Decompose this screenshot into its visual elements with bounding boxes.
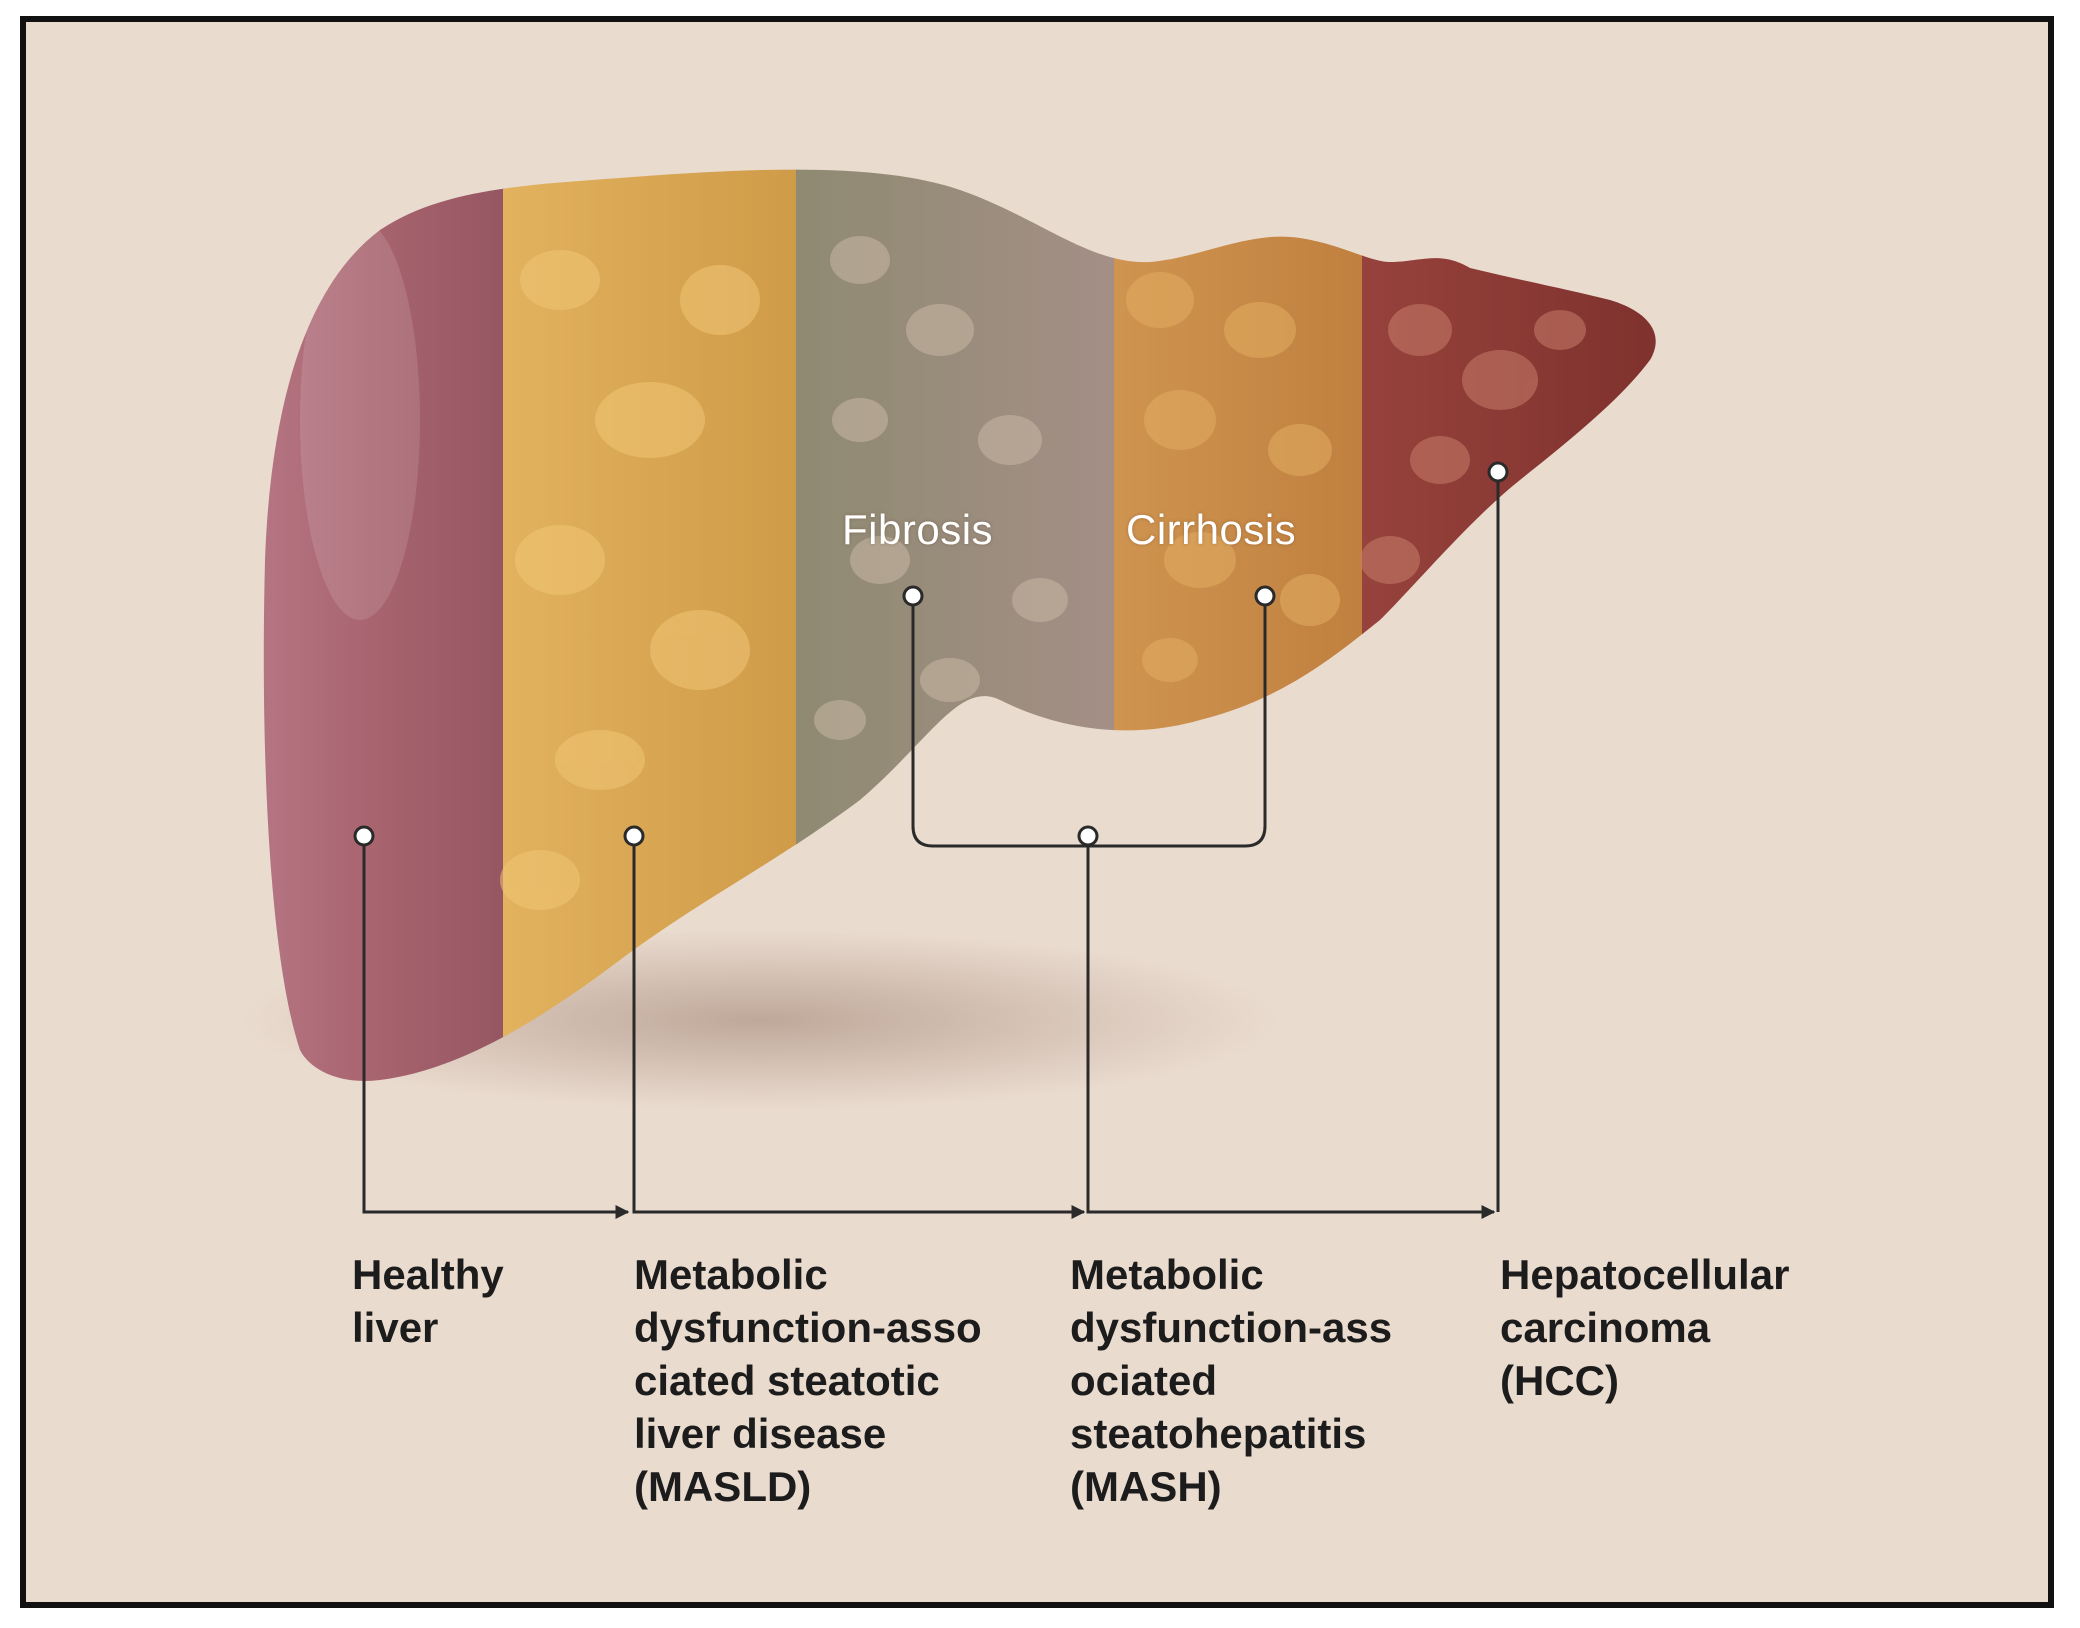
healthy-marker-dot [353, 825, 375, 847]
masld-fat-texture [500, 250, 760, 910]
masld-marker-dot [623, 825, 645, 847]
mash-marker-dot [1077, 825, 1099, 847]
stage-label-mash: Metabolic dysfunction-ass ociated steato… [1070, 1251, 1393, 1510]
healthy-connector [362, 836, 630, 1219]
fibrosis-marker-dot [902, 585, 924, 607]
stage-label-masld: Metabolic dysfunction-asso ciated steato… [634, 1251, 982, 1510]
masld-connector [632, 836, 1086, 1219]
liver-highlight [300, 220, 420, 620]
fibrosis-label: Fibrosis [842, 506, 994, 553]
stage-label-hcc: Hepatocellular carcinoma (HCC) [1500, 1251, 1790, 1404]
cirrhosis-marker-dot [1254, 585, 1276, 607]
mash-connector [1086, 836, 1496, 1219]
hcc-tumor-texture [1360, 304, 1586, 584]
hcc-region [1362, 169, 1656, 1081]
stage-label-healthy-liver: Healthy liver [352, 1251, 504, 1351]
marker-dots [353, 461, 1509, 847]
cirrhosis-label: Cirrhosis [1126, 506, 1297, 553]
cirrhosis-nodule-texture [1126, 272, 1340, 682]
fibrosis-texture [814, 236, 1068, 740]
hcc-marker-dot [1487, 461, 1509, 483]
